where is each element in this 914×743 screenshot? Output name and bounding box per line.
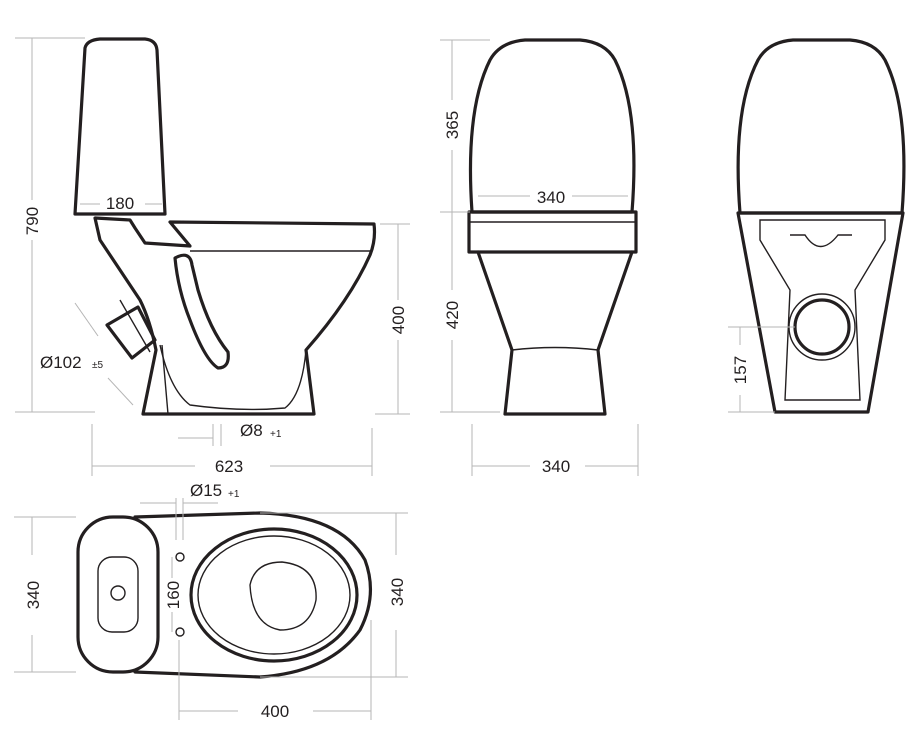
dim-340-base-label: 340 bbox=[542, 457, 570, 476]
front-pedestal-line bbox=[511, 346, 599, 351]
back-base bbox=[736, 211, 905, 414]
dim-400-label: 400 bbox=[389, 306, 408, 334]
dim-102-tolerance: ±5 bbox=[92, 360, 103, 371]
top-bowl-outline bbox=[133, 511, 373, 679]
top-seat-inner bbox=[197, 535, 351, 655]
back-outlet-circle bbox=[793, 298, 851, 356]
top-tank bbox=[76, 515, 160, 674]
side-trapway bbox=[173, 253, 230, 370]
dim-420-label: 420 bbox=[443, 301, 462, 329]
dim-157-label: 157 bbox=[731, 356, 750, 384]
seat-hole-icon bbox=[175, 552, 185, 562]
side-inner-curve bbox=[159, 344, 307, 411]
back-notch bbox=[790, 234, 852, 248]
back-view: 157 bbox=[728, 38, 906, 414]
dim-340-tank-label: 340 bbox=[24, 581, 43, 609]
dim-15-tolerance: +1 bbox=[228, 489, 240, 500]
side-bowl bbox=[93, 216, 377, 416]
dim-180-label: 180 bbox=[106, 194, 134, 213]
dim-8-tolerance: +1 bbox=[270, 429, 282, 440]
dim-15-label: Ø15 bbox=[190, 481, 222, 500]
front-view: 365 340 420 340 bbox=[440, 38, 639, 476]
front-lid-band bbox=[467, 210, 638, 254]
dim-102-ext bbox=[74, 302, 99, 337]
dim-623-label: 623 bbox=[215, 457, 243, 476]
dim-8-label: Ø8 bbox=[240, 421, 263, 440]
dim-340-front-label: 340 bbox=[537, 188, 565, 207]
top-seat-outer bbox=[189, 527, 359, 663]
back-inner bbox=[759, 219, 886, 401]
side-view: 790 180 400 Ø102 ±5 Ø8 +1 623 bbox=[15, 37, 410, 476]
dim-160-label: 160 bbox=[164, 581, 183, 609]
seat-hole-icon bbox=[175, 627, 185, 637]
side-inner-line bbox=[161, 344, 169, 415]
side-outlet-line bbox=[119, 299, 151, 353]
dim-790-label: 790 bbox=[23, 207, 42, 235]
top-tank-recess bbox=[97, 556, 139, 633]
top-flush-button bbox=[110, 585, 126, 601]
dim-102-ext bbox=[107, 377, 134, 406]
top-view: Ø15 +1 340 160 340 400 bbox=[14, 481, 408, 721]
dim-102-label: Ø102 bbox=[40, 353, 82, 372]
dim-365-label: 365 bbox=[443, 111, 462, 139]
back-outlet-ring bbox=[788, 293, 856, 361]
top-bowl-opening bbox=[249, 561, 317, 631]
back-tank bbox=[736, 38, 906, 215]
dim-340-bowl-label: 340 bbox=[388, 578, 407, 606]
dim-400-top-label: 400 bbox=[261, 702, 289, 721]
front-pedestal bbox=[476, 250, 634, 416]
side-tank bbox=[73, 37, 167, 216]
front-tank bbox=[468, 38, 636, 214]
